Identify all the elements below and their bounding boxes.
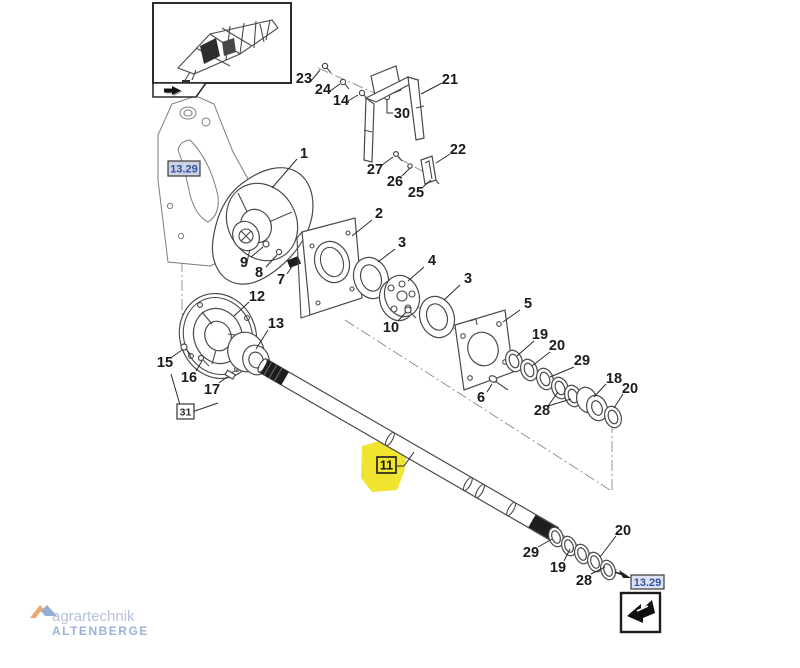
group-ref-31: 31	[176, 403, 195, 420]
callout-19a: 19	[532, 327, 548, 343]
part-bearing-plate-5	[454, 309, 514, 391]
watermark-brand: agrartechnik	[52, 608, 135, 625]
callout-12: 12	[249, 289, 265, 305]
callout-8: 8	[255, 265, 263, 281]
part-bolt-10	[404, 306, 417, 319]
inset-overview	[152, 2, 292, 98]
detail-forward-arrow-icon[interactable]	[164, 86, 183, 96]
callout-20a: 20	[549, 338, 565, 354]
callout-24: 24	[315, 82, 331, 98]
callout-labels: 1 2 3 4 3 5 10 9 8 7 6 19 20 29 28 18 20…	[157, 71, 638, 589]
callout-6: 6	[477, 390, 485, 406]
part-hub-4	[378, 274, 421, 322]
highlight-part-11[interactable]	[361, 440, 407, 492]
ring-set-upper	[504, 349, 623, 429]
callout-28b: 28	[576, 573, 592, 589]
ring-set-lower	[547, 526, 617, 581]
wheel-hub-fasteners	[262, 240, 302, 268]
callout-29b: 29	[523, 545, 539, 561]
ref-link-bottom-label[interactable]: 13.29	[634, 577, 662, 589]
callout-13: 13	[268, 316, 284, 332]
callout-26: 26	[387, 174, 403, 190]
callout-5: 5	[524, 296, 532, 312]
callout-29a: 29	[574, 353, 590, 369]
ref-arrowhead-icon	[619, 570, 631, 578]
callout-27: 27	[367, 162, 383, 178]
footer-nav-button[interactable]	[619, 591, 662, 634]
leader-lines	[170, 69, 624, 575]
part-clip-22	[420, 155, 437, 185]
watermark: agrartechnik ALTENBERGE	[30, 605, 149, 638]
part-bearing-13	[227, 331, 270, 376]
callout-20c: 20	[615, 523, 631, 539]
part-idler-wheel	[211, 167, 314, 285]
callout-23: 23	[296, 71, 312, 87]
callout-28a: 28	[534, 403, 550, 419]
callout-3a: 3	[398, 235, 406, 251]
callout-17: 17	[204, 382, 220, 398]
callout-19b: 19	[550, 560, 566, 576]
callout-30: 30	[394, 106, 410, 122]
part-strap-bracket-21	[363, 65, 425, 163]
callout-21: 21	[442, 72, 458, 88]
selected-part-number[interactable]: 11	[380, 459, 393, 473]
callout-4: 4	[428, 253, 436, 269]
watermark-city: ALTENBERGE	[52, 624, 149, 638]
part-bearing-plate-2	[296, 217, 363, 319]
callout-16: 16	[181, 370, 197, 386]
callout-20b: 20	[622, 381, 638, 397]
callout-9: 9	[240, 255, 248, 271]
callout-22: 22	[450, 142, 466, 158]
callout-2: 2	[375, 206, 383, 222]
ref-link-bottom[interactable]: 13.29	[614, 570, 665, 590]
watermark-logo-icon	[30, 605, 47, 618]
callout-10: 10	[383, 320, 399, 336]
part-drive-shaft-11	[257, 358, 560, 542]
ref-link-top-label[interactable]: 13.29	[170, 164, 198, 176]
callout-15: 15	[157, 355, 173, 371]
callout-25: 25	[408, 185, 424, 201]
part-ring-3b	[418, 295, 456, 339]
return-back-arrow-icon	[627, 600, 655, 623]
callout-3b: 3	[464, 271, 472, 287]
group-ref-31-label: 31	[180, 407, 192, 419]
flange-fasteners	[180, 343, 237, 380]
part-bolt-6	[488, 375, 509, 391]
part-ring-3a	[352, 256, 390, 300]
callout-7: 7	[277, 272, 285, 288]
callout-1: 1	[300, 146, 308, 162]
inset-machine-sketch	[177, 19, 279, 84]
callout-18: 18	[606, 371, 622, 387]
selected-part-label-11[interactable]: 11	[376, 456, 397, 474]
callout-14: 14	[333, 93, 349, 109]
watermark-logo-icon-2	[41, 605, 57, 616]
ref-link-top[interactable]: 13.29	[167, 160, 201, 177]
